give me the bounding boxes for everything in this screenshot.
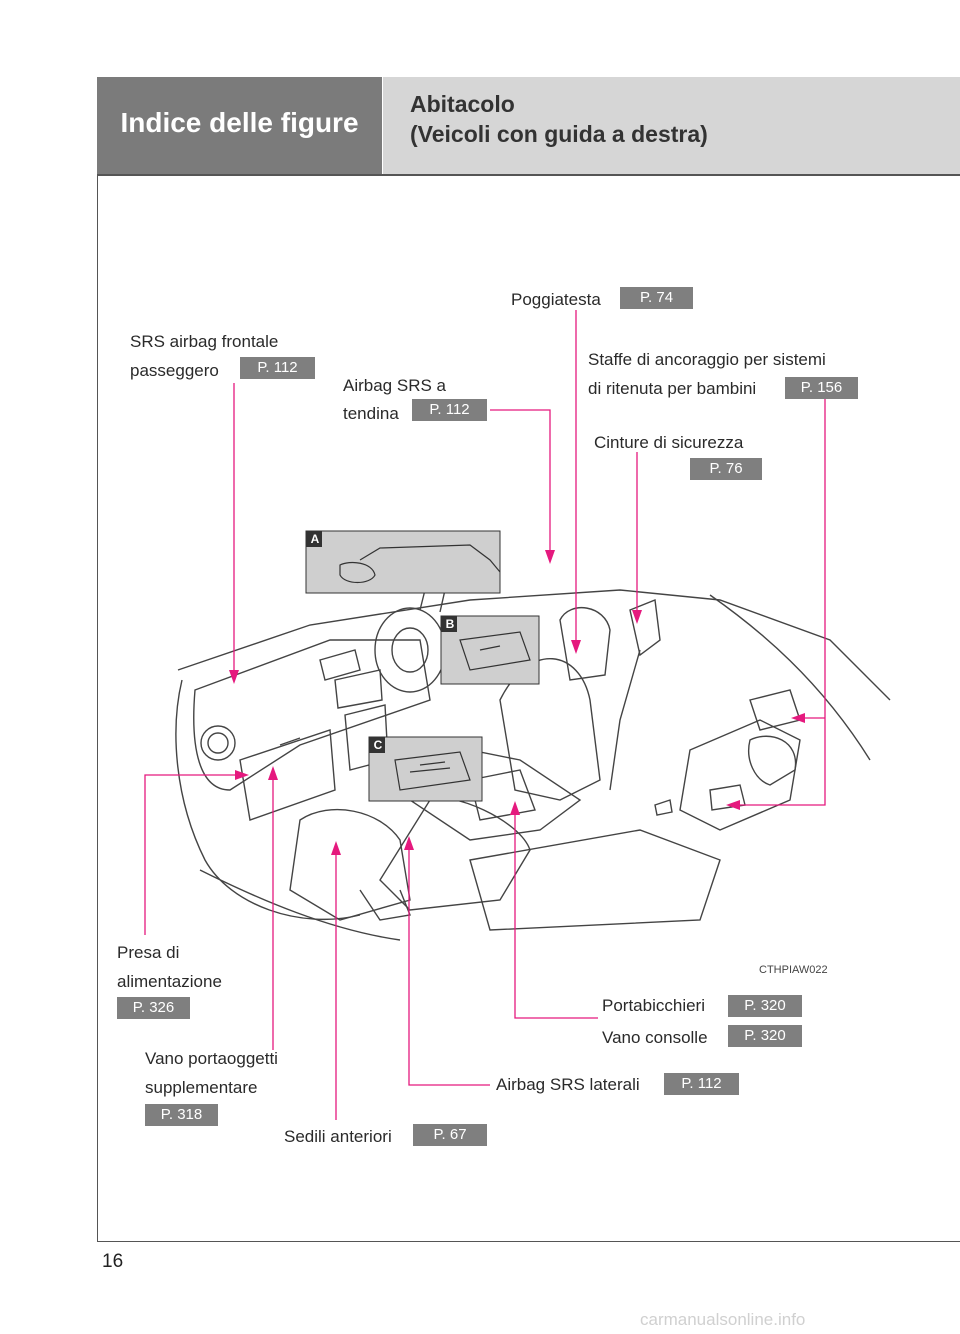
subtitle-header: Abitacolo (Veicoli con guida a destra) [383,77,960,174]
leader-lines [144,310,826,1120]
cup-page-badge[interactable]: P. 320 [728,995,802,1017]
inset-c [368,736,483,802]
image-code: CTHPIAW022 [759,964,828,976]
power-page-badge[interactable]: P. 326 [117,997,190,1019]
watermark: carmanualsonline.info [640,1310,806,1329]
anchor-label-1: Staffe di ancoraggio per sistemi [588,350,826,369]
side-airbag-label: Airbag SRS laterali [496,1075,640,1094]
glove-label-2: supplementare [145,1078,258,1097]
anchor-label-2: di ritenuta per bambini [588,379,757,398]
leader-arrows [229,550,805,855]
header-divider [97,174,960,176]
console-page-badge[interactable]: P. 320 [728,1025,802,1047]
srs-front-label-2: passeggero [130,361,219,380]
seats-page-badge[interactable]: P. 67 [413,1124,487,1146]
section-header: Indice delle figure [97,77,382,174]
section-title: Indice delle figure [120,107,359,138]
headrest-label: Poggiatesta [511,290,601,309]
headrest-page-badge[interactable]: P. 74 [620,287,693,309]
subtitle-line2: (Veicoli con guida a destra) [410,121,708,147]
anchor-page-badge[interactable]: P. 156 [785,377,858,399]
curtain-label-1: Airbag SRS a [343,376,446,395]
subtitle-line1: Abitacolo [410,91,515,117]
seats-label: Sedili anteriori [284,1127,392,1146]
srs-front-page-badge[interactable]: P. 112 [240,357,315,379]
console-label: Vano consolle [602,1028,708,1047]
inset-b [440,615,540,685]
inset-a [305,530,501,594]
power-label-1: Presa di [117,943,180,962]
page-number: 16 [102,1251,124,1272]
glove-label-1: Vano portaoggetti [145,1049,278,1068]
inset-a-letter: A [310,532,320,546]
side-airbag-page-badge[interactable]: P. 112 [664,1073,739,1095]
curtain-page-badge[interactable]: P. 112 [412,399,487,421]
curtain-label-2: tendina [343,404,399,423]
glove-page-badge[interactable]: P. 318 [145,1104,218,1126]
belts-label: Cinture di sicurezza [594,433,744,452]
belts-page-badge[interactable]: P. 76 [690,458,762,480]
inset-c-letter: C [373,738,383,752]
page-frame [97,77,960,1242]
cup-label: Portabicchieri [602,996,705,1015]
srs-front-label-1: SRS airbag frontale [130,332,279,351]
power-label-2: alimentazione [117,972,222,991]
inset-b-letter: B [445,617,455,631]
